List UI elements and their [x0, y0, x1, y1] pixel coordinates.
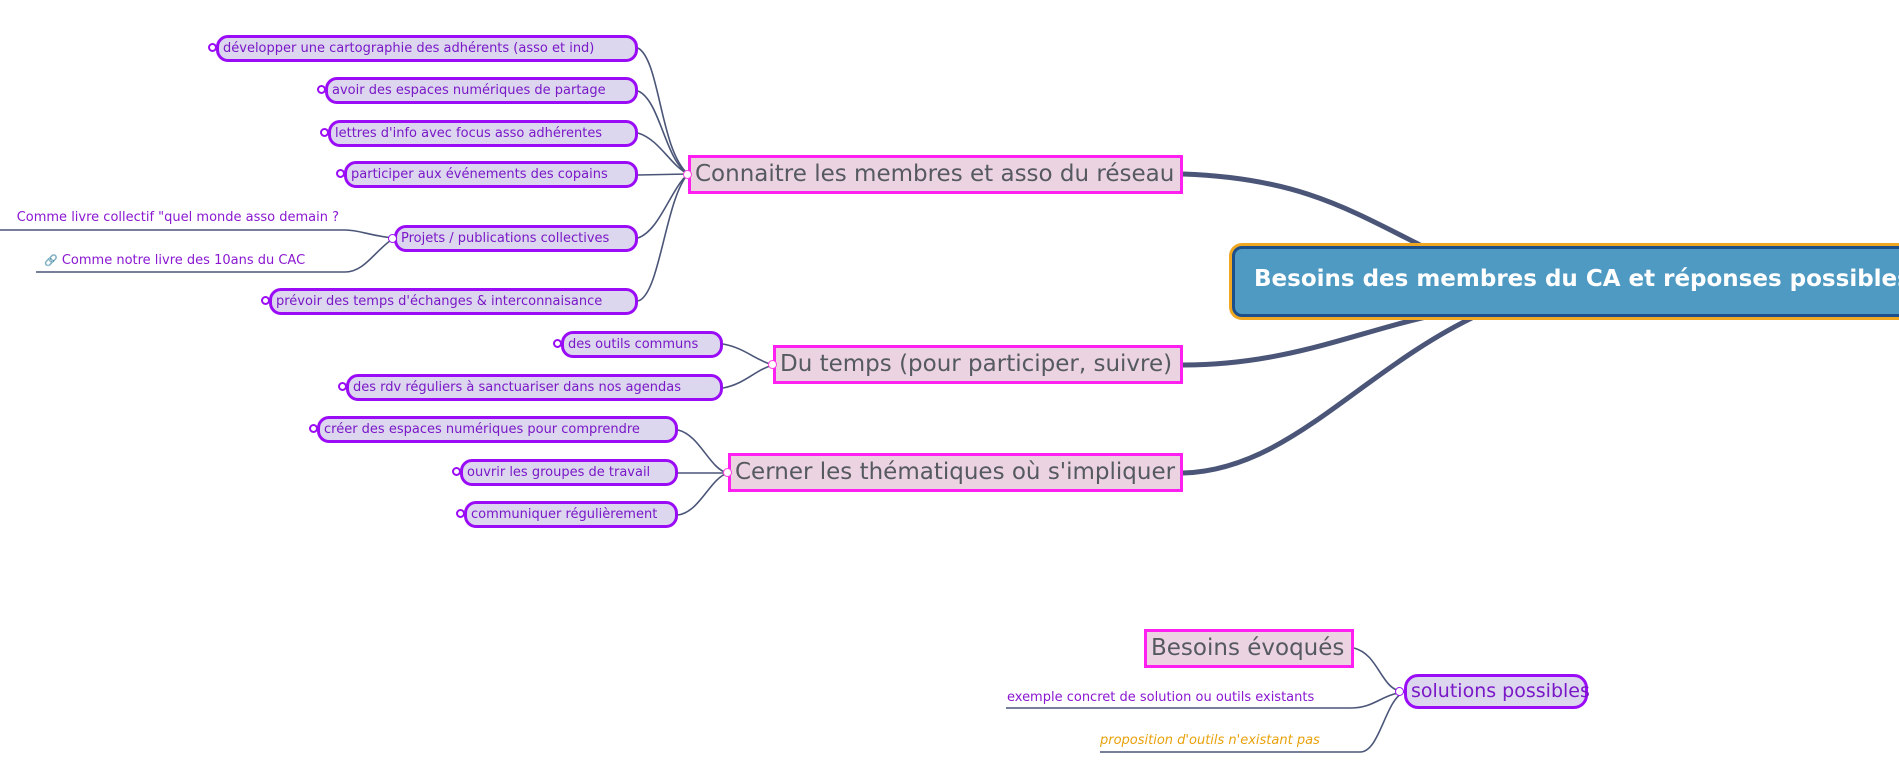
leaf-lettres-info[interactable]: lettres d'info avec focus asso adhérente…	[328, 120, 638, 147]
expand-knob[interactable]	[456, 509, 465, 518]
collapse-knob[interactable]	[683, 170, 692, 179]
branch-du-temps[interactable]: Du temps (pour participer, suivre)	[773, 345, 1183, 384]
legend-existing: exemple concret de solution ou outils ex…	[1007, 690, 1315, 705]
leaf-espaces-partage[interactable]: avoir des espaces numériques de partage	[325, 77, 638, 104]
leaf-evenements[interactable]: participer aux événements des copains	[344, 161, 638, 188]
leaf-projets[interactable]: Projets / publications collectives	[394, 225, 638, 252]
leaf-rdv-reguliers[interactable]: des rdv réguliers à sanctuariser dans no…	[346, 374, 723, 401]
leaf-communiquer[interactable]: communiquer régulièrement	[464, 501, 678, 528]
leaf-outils-communs[interactable]: des outils communs	[561, 331, 723, 358]
leaf-cartographie[interactable]: développer une cartographie des adhérent…	[216, 35, 638, 62]
expand-knob[interactable]	[336, 169, 345, 178]
note-livre-10ans[interactable]: 🔗 Comme notre livre des 10ans du CAC	[44, 253, 306, 268]
collapse-knob[interactable]	[388, 234, 397, 243]
expand-knob[interactable]	[261, 296, 270, 305]
expand-knob[interactable]	[309, 424, 318, 433]
collapse-knob[interactable]	[723, 468, 732, 477]
expand-knob[interactable]	[208, 43, 217, 52]
leaf-espaces-comprendre[interactable]: créer des espaces numériques pour compre…	[317, 416, 678, 443]
link-icon[interactable]: 🔗	[44, 254, 58, 267]
main-connectors	[1182, 171, 1482, 476]
expand-knob[interactable]	[320, 128, 329, 137]
collapse-knob[interactable]	[1395, 687, 1404, 696]
expand-knob[interactable]	[338, 382, 347, 391]
branch-cerner[interactable]: Cerner les thématiques où s'impliquer	[728, 453, 1183, 492]
legend-nonexisting: proposition d'outils n'existant pas	[1100, 733, 1320, 748]
branch-connaitre[interactable]: Connaitre les membres et asso du réseau	[688, 155, 1183, 194]
expand-knob[interactable]	[317, 85, 326, 94]
note-livre-collectif: Comme livre collectif "quel monde asso d…	[16, 210, 339, 225]
root-topic[interactable]: Besoins des membres du CA et réponses po…	[1232, 246, 1899, 317]
legend-besoins[interactable]: Besoins évoqués	[1144, 629, 1354, 668]
collapse-knob[interactable]	[768, 360, 777, 369]
expand-knob[interactable]	[452, 467, 461, 476]
leaf-groupes-travail[interactable]: ouvrir les groupes de travail	[460, 459, 678, 486]
leaf-temps-echanges[interactable]: prévoir des temps d'échanges & interconn…	[269, 288, 638, 315]
legend-solutions[interactable]: solutions possibles	[1404, 674, 1590, 709]
expand-knob[interactable]	[553, 339, 562, 348]
